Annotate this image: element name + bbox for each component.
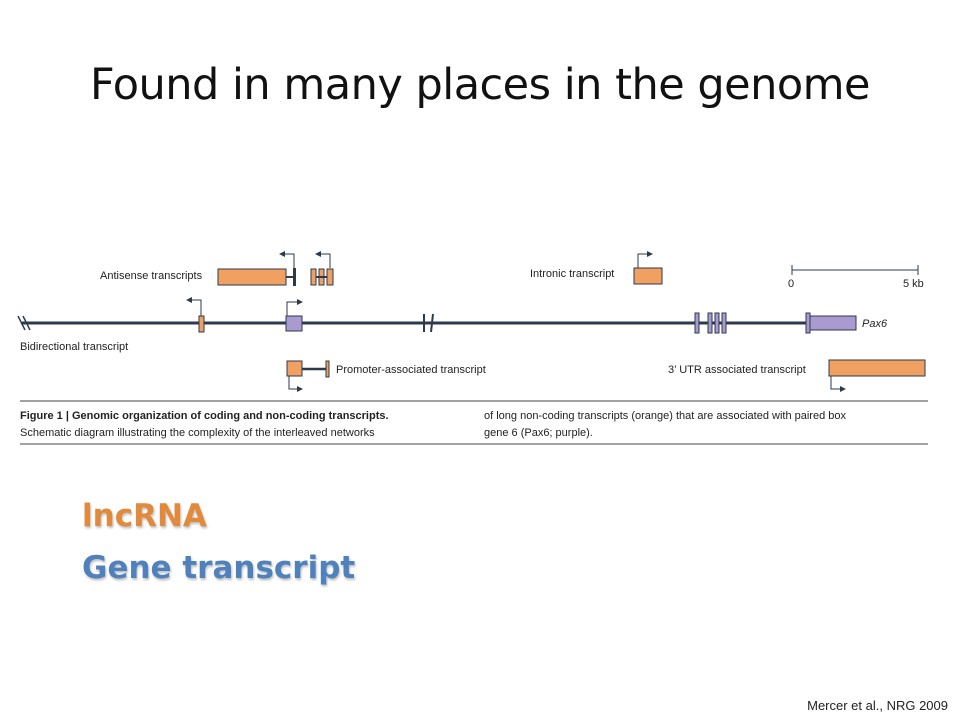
antisense-transcript-1 — [217, 251, 296, 286]
legend-lncrna: lncRNA — [82, 498, 207, 534]
slide-title: Found in many places in the genome — [90, 60, 870, 110]
caption-line1-right: of long non-coding transcripts (orange) … — [484, 410, 846, 422]
pax6-internal-exons — [694, 312, 727, 334]
intronic-transcript — [633, 251, 663, 285]
scale-bar-end: 5 kb — [903, 278, 924, 290]
intronic-label: Intronic transcript — [530, 268, 614, 280]
utr-associated-transcript — [828, 359, 926, 392]
promoter-associated-transcript — [286, 360, 330, 392]
promoter-label: Promoter-associated transcript — [336, 364, 486, 376]
pax6-first-exon — [285, 299, 303, 332]
pax6-last-exon — [805, 312, 857, 334]
caption-title: Figure 1 | Genomic organization of codin… — [20, 410, 389, 422]
antisense-transcript-2 — [310, 251, 334, 286]
scale-bar-start: 0 — [788, 278, 794, 290]
utr-label: 3’ UTR associated transcript — [668, 364, 806, 376]
genome-backbone — [17, 313, 810, 333]
citation: Mercer et al., NRG 2009 — [807, 698, 948, 713]
caption-line2-right: gene 6 (Pax6; purple). — [484, 427, 593, 439]
bidirectional-label: Bidirectional transcript — [20, 341, 128, 353]
scale-bar — [791, 265, 919, 275]
caption-line2-left: Schematic diagram illustrating the compl… — [20, 427, 375, 439]
bidirectional-transcript — [186, 297, 205, 333]
legend-gene-transcript: Gene transcript — [82, 550, 356, 586]
antisense-label: Antisense transcripts — [100, 270, 203, 282]
pax6-label: Pax6 — [862, 318, 888, 330]
